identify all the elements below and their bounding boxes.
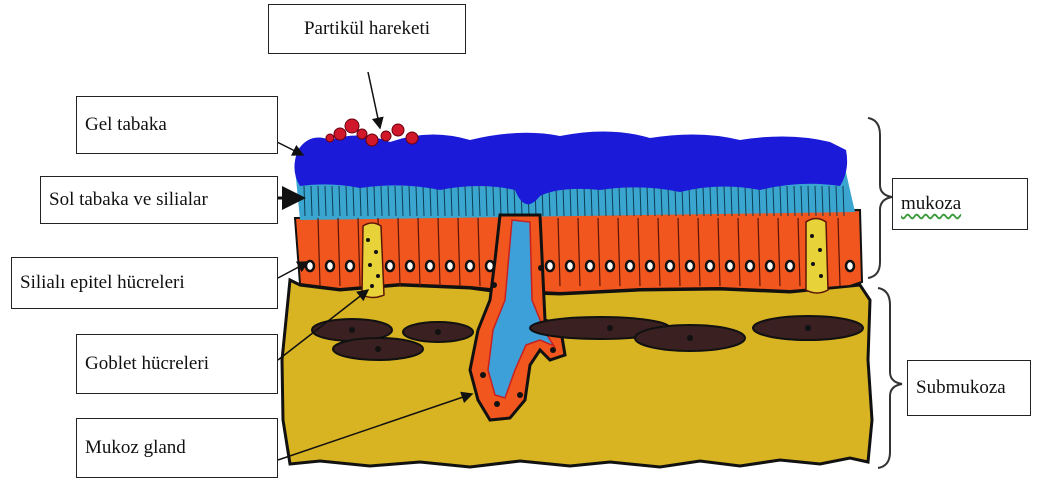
nucleus <box>546 261 554 271</box>
label-submukoza-text: Submukoza <box>916 377 1006 399</box>
label-sol-text: Sol tabaka ve silialar <box>49 189 208 211</box>
nucleus <box>606 261 614 271</box>
nucleus <box>846 261 854 271</box>
nucleus <box>666 261 674 271</box>
nucleus <box>726 261 734 271</box>
nucleus <box>466 261 474 271</box>
label-submukoza: Submukoza <box>907 360 1031 416</box>
nucleus <box>386 261 394 271</box>
goblet-cell-left <box>362 223 384 298</box>
mukoza-brace <box>868 118 892 278</box>
label-mukoz-gland: Mukoz gland <box>76 418 278 478</box>
label-mukoza: mukoza <box>892 178 1028 230</box>
nucleus <box>706 261 714 271</box>
label-partikul-text: Partikül hareketi <box>304 18 430 40</box>
label-goblet-text: Goblet hücreleri <box>85 353 209 375</box>
label-partikul-hareketi: Partikül hareketi <box>268 4 466 54</box>
label-gel-text: Gel tabaka <box>85 114 167 136</box>
arrow-partikul <box>368 72 380 128</box>
nucleus <box>586 261 594 271</box>
label-sol-tabaka: Sol tabaka ve silialar <box>40 176 278 224</box>
submukoza-brace <box>878 288 902 468</box>
label-silial-text: Silialı epitel hücreleri <box>20 272 185 294</box>
nucleus <box>626 261 634 271</box>
label-goblet: Goblet hücreleri <box>76 334 278 394</box>
submucosa-layer <box>282 280 872 467</box>
nucleus <box>786 261 794 271</box>
label-gland-text: Mukoz gland <box>85 437 186 459</box>
nucleus <box>326 261 334 271</box>
nucleus <box>746 261 754 271</box>
label-mukoza-text: mukoza <box>901 193 961 215</box>
nucleus <box>686 261 694 271</box>
label-gel-tabaka: Gel tabaka <box>76 96 278 154</box>
nucleus <box>406 261 414 271</box>
nucleus <box>426 261 434 271</box>
label-silial-epitel: Silialı epitel hücreleri <box>11 257 278 309</box>
nucleus <box>766 261 774 271</box>
nucleus <box>346 261 354 271</box>
goblet-cell-right <box>806 219 828 294</box>
nucleus <box>566 261 574 271</box>
nucleus <box>446 261 454 271</box>
nucleus <box>646 261 654 271</box>
